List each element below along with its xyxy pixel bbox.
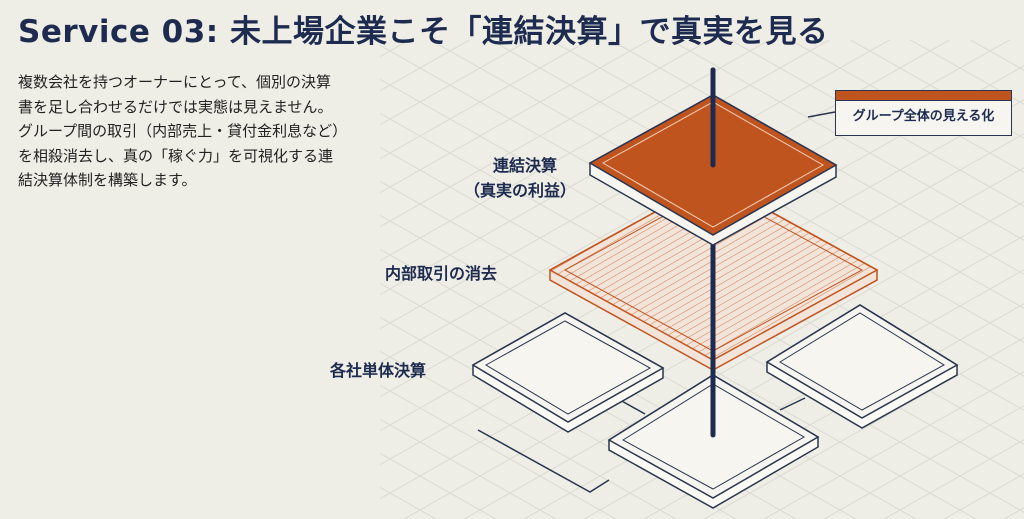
page-title: Service 03: 未上場企業こそ「連結決算」で真実を見る bbox=[18, 14, 829, 50]
individual-label: 各社単体決算 bbox=[330, 361, 427, 380]
callout-box: グループ全体の見える化 bbox=[835, 90, 1012, 136]
callout-accent-bar bbox=[836, 91, 1011, 101]
individual-company-box-right bbox=[765, 304, 959, 429]
description-line: を相殺消去し、真の「稼ぐ力」を可視化する連 bbox=[18, 146, 334, 165]
consolidated-label: 連結決算 bbox=[492, 156, 557, 175]
description-line: グループ間の取引（内部売上・貸付金利息など） bbox=[18, 122, 348, 140]
callout-text: グループ全体の見える化 bbox=[852, 109, 995, 124]
individual-company-box-left bbox=[471, 312, 665, 433]
description-line: 複数会社を持つオーナーにとって、個別の決算 bbox=[18, 73, 332, 91]
elimination-label: 内部取引の消去 bbox=[385, 264, 498, 283]
description-line: 結決算体制を構築します。 bbox=[18, 171, 197, 189]
consolidated-sublabel: （真実の利益） bbox=[463, 181, 576, 200]
description-line: 書を足し合わせるだけでは実態は見えません。 bbox=[18, 97, 333, 116]
connector-lines bbox=[477, 111, 836, 493]
description: 複数会社を持つオーナーにとって、個別の決算 書を足し合わせるだけでは実態は見えま… bbox=[18, 70, 398, 193]
